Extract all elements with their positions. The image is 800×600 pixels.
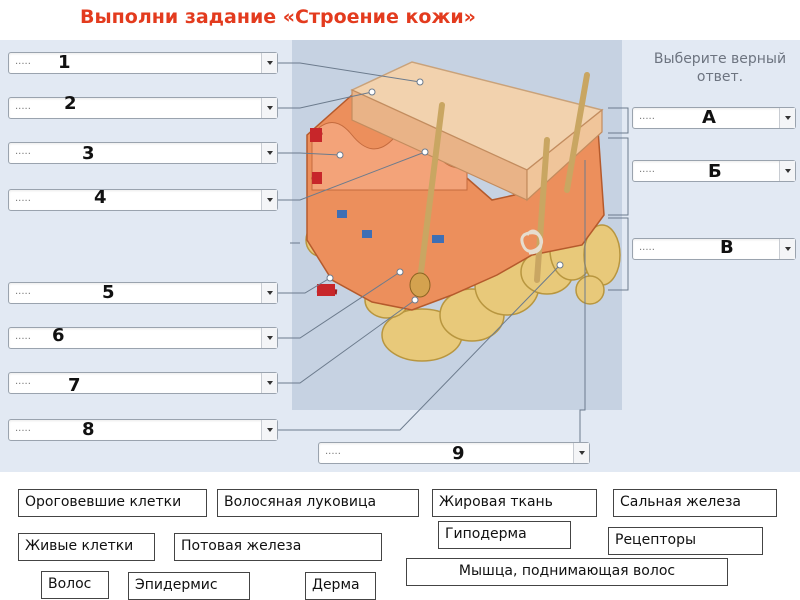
dropdown-placeholder: ..... [15, 376, 31, 387]
chevron-down-icon[interactable] [261, 328, 277, 348]
answer-dropdown-8[interactable]: ..... [8, 419, 278, 441]
chevron-down-icon[interactable] [779, 161, 795, 181]
term-card-hair[interactable]: Волос [41, 571, 109, 599]
dropdown-placeholder: ..... [15, 146, 31, 157]
dropdown-placeholder: ..... [325, 446, 341, 457]
hair-drawing [417, 72, 590, 283]
answer-dropdown-5[interactable]: ..... [8, 282, 278, 304]
chevron-down-icon[interactable] [779, 239, 795, 259]
answer-dropdown-a[interactable]: ..... [632, 107, 796, 129]
term-card-dermis[interactable]: Дерма [305, 572, 376, 600]
marker-a: А [702, 107, 716, 128]
dropdown-placeholder: ..... [639, 164, 655, 175]
answer-dropdown-3[interactable]: ..... [8, 142, 278, 164]
dropdown-placeholder: ..... [15, 193, 31, 204]
dropdown-placeholder: ..... [15, 56, 31, 67]
marker-4: 4 [94, 187, 107, 208]
skin-structure-illustration [305, 61, 621, 362]
marker-v: В [720, 237, 734, 258]
page-title: Выполни задание «Строение кожи» [80, 6, 476, 28]
chevron-down-icon[interactable] [261, 98, 277, 118]
answer-dropdown-v[interactable]: ..... [632, 238, 796, 260]
marker-9: 9 [452, 443, 465, 464]
hair-bulb-drawing [409, 272, 431, 298]
term-card-receptors[interactable]: Рецепторы [608, 527, 763, 555]
marker-6: 6 [52, 325, 65, 346]
term-card-arrector-pili-muscle[interactable]: Мышца, поднимающая волос [406, 558, 728, 586]
chevron-down-icon[interactable] [261, 283, 277, 303]
instruction-hint: Выберите верный ответ. [653, 51, 787, 85]
marker-8: 8 [82, 419, 95, 440]
dropdown-placeholder: ..... [15, 423, 31, 434]
marker-1: 1 [58, 52, 71, 73]
dropdown-placeholder: ..... [639, 111, 655, 122]
marker-3: 3 [82, 143, 95, 164]
answer-dropdown-2[interactable]: ..... [8, 97, 278, 119]
term-card-fat-tissue[interactable]: Жировая ткань [432, 489, 597, 517]
dropdown-placeholder: ..... [639, 242, 655, 253]
chevron-down-icon[interactable] [573, 443, 589, 463]
term-card-sweat-gland[interactable]: Потовая железа [174, 533, 382, 561]
chevron-down-icon[interactable] [779, 108, 795, 128]
marker-2: 2 [64, 93, 77, 114]
term-card-keratinized-cells[interactable]: Ороговевшие клетки [18, 489, 207, 517]
term-card-living-cells[interactable]: Живые клетки [18, 533, 155, 561]
answer-dropdown-7[interactable]: ..... [8, 372, 278, 394]
chevron-down-icon[interactable] [261, 143, 277, 163]
answer-dropdown-9[interactable]: ..... [318, 442, 590, 464]
answer-dropdown-6[interactable]: ..... [8, 327, 278, 349]
term-card-epidermis[interactable]: Эпидермис [128, 572, 250, 600]
answer-dropdown-b[interactable]: ..... [632, 160, 796, 182]
dropdown-placeholder: ..... [15, 101, 31, 112]
chevron-down-icon[interactable] [261, 190, 277, 210]
marker-7: 7 [68, 375, 81, 396]
answer-dropdown-1[interactable]: ..... [8, 52, 278, 74]
chevron-down-icon[interactable] [261, 53, 277, 73]
dropdown-placeholder: ..... [15, 331, 31, 342]
chevron-down-icon[interactable] [261, 420, 277, 440]
term-card-sebaceous-gland[interactable]: Сальная железа [613, 489, 777, 517]
marker-5: 5 [102, 282, 115, 303]
term-card-hypodermis[interactable]: Гиподерма [438, 521, 571, 549]
answer-dropdown-4[interactable]: ..... [8, 189, 278, 211]
term-card-hair-bulb[interactable]: Волосяная луковица [217, 489, 419, 517]
sweat-gland-drawing [520, 229, 544, 255]
marker-b: Б [708, 161, 722, 182]
chevron-down-icon[interactable] [261, 373, 277, 393]
dropdown-placeholder: ..... [15, 286, 31, 297]
